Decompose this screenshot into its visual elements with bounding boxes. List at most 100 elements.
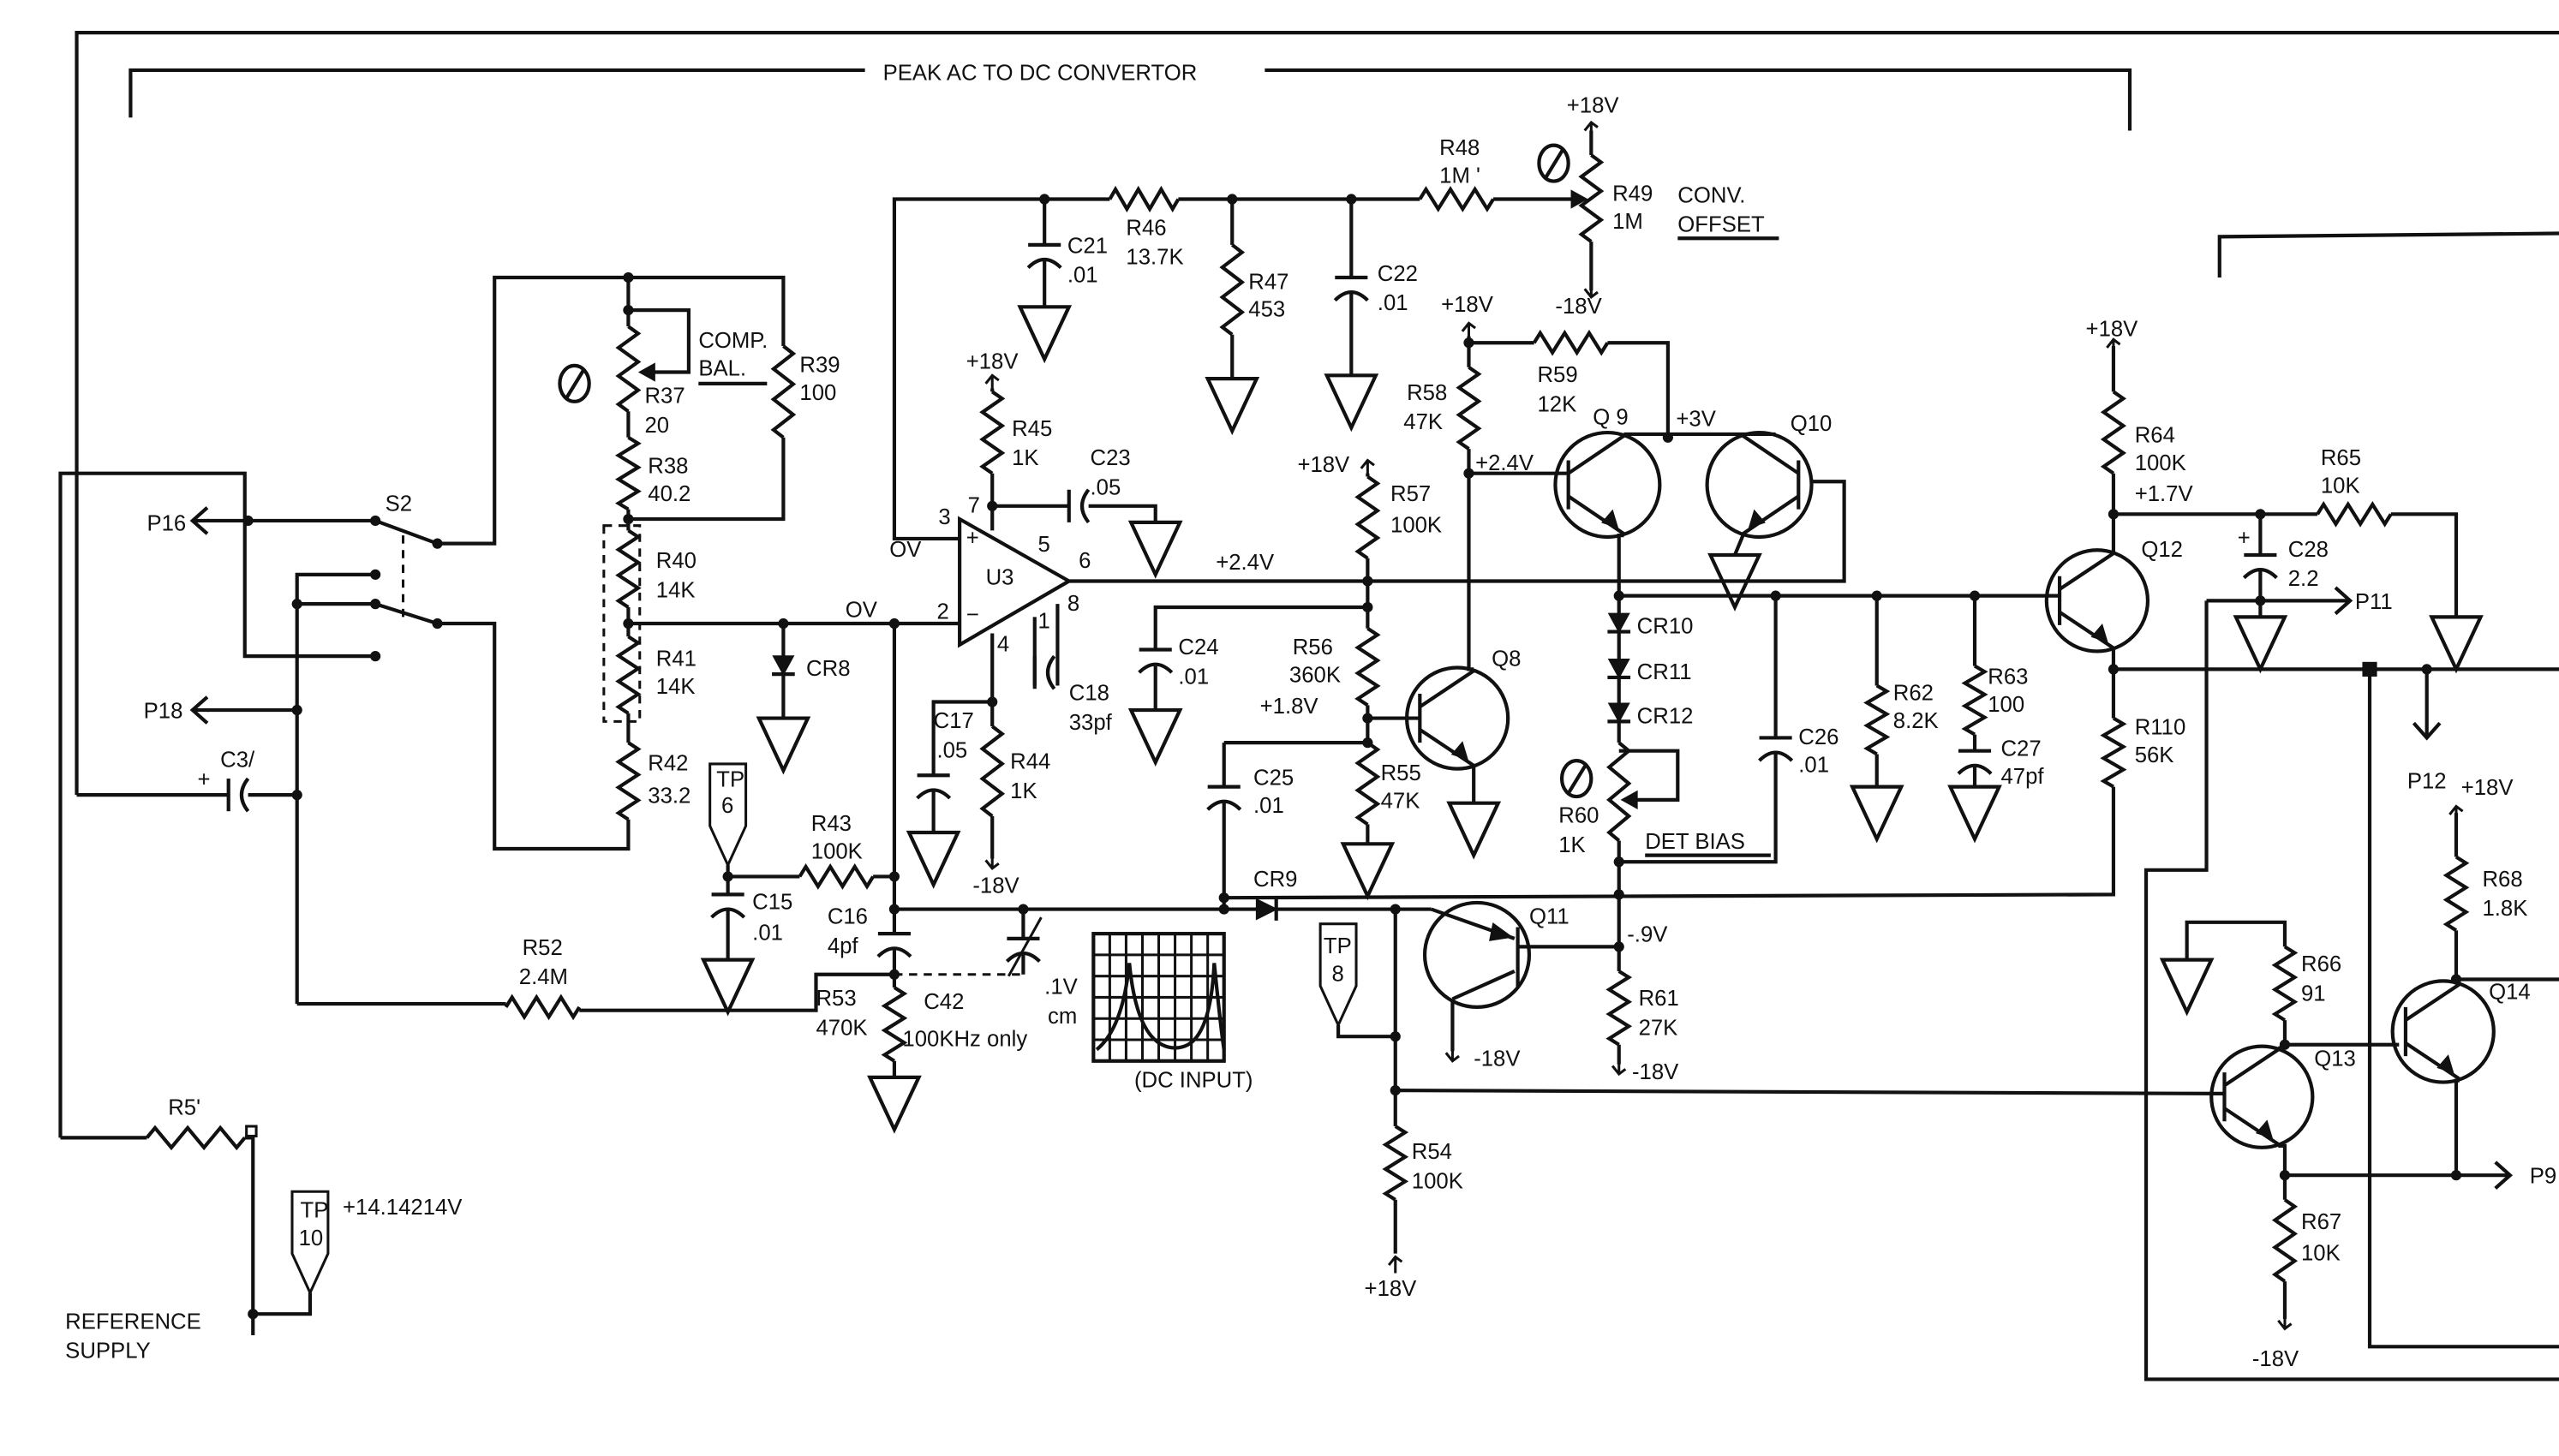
capacitor-value: 47pf xyxy=(2000,765,2044,789)
resistor-r110 xyxy=(2100,716,2127,789)
resistor-label: R44 xyxy=(1010,750,1050,774)
capacitor-value: .01 xyxy=(1067,264,1098,288)
resistor-label: R46 xyxy=(1126,216,1166,240)
ground-symbol xyxy=(867,1075,922,1134)
junction-dot xyxy=(291,790,302,801)
wire xyxy=(1088,504,1157,522)
supply-rail-icon xyxy=(984,851,1000,871)
resistor-label: R48 xyxy=(1439,136,1480,160)
resistor-value: 14K xyxy=(656,675,696,699)
supply-label: +18V xyxy=(1365,1277,1418,1301)
capacitor-value: .05 xyxy=(936,738,967,762)
transistor-q13 xyxy=(2223,1107,2280,1146)
transistor-q9 xyxy=(1567,494,1625,535)
resistor-value: 27K xyxy=(1639,1016,1678,1040)
junction-dot xyxy=(1362,713,1373,724)
resistor-label: R61 xyxy=(1639,987,1679,1011)
wiper-arrow-icon xyxy=(637,362,655,382)
resistor-value: 33.2 xyxy=(648,785,691,809)
resistor-label: R5' xyxy=(168,1096,200,1120)
resistor-label: R49 xyxy=(1612,182,1653,206)
junction-dot xyxy=(1463,337,1474,349)
test-point-label: 10 xyxy=(299,1226,324,1250)
resistor-label: R43 xyxy=(811,812,852,836)
transistor-q9 xyxy=(1567,434,1625,475)
resistor-r53 xyxy=(881,986,908,1063)
supply-label: +18V xyxy=(1297,453,1350,477)
scope-unit-label: cm xyxy=(1048,1005,1077,1029)
resistor-r54 xyxy=(1382,1125,1409,1202)
capacitor-value: .01 xyxy=(1798,753,1829,777)
resistor-value: 8.2K xyxy=(1893,709,1939,733)
junction-dot xyxy=(1662,432,1673,443)
ground-symbol xyxy=(756,716,811,775)
adjustment-screw-icon xyxy=(1559,759,1593,799)
pin-number: 4 xyxy=(997,632,1009,656)
resistor-label: R65 xyxy=(2321,446,2361,470)
junction-dot xyxy=(2108,509,2120,520)
wire xyxy=(1467,449,1474,671)
resistor-value: 100K xyxy=(2135,451,2186,475)
emitter-arrow-icon xyxy=(2436,1054,2454,1074)
junction-dot xyxy=(2255,595,2266,606)
test-point-label: TP xyxy=(301,1199,329,1223)
wire xyxy=(2143,600,2559,1381)
wire xyxy=(931,700,993,776)
capacitor-label: C17 xyxy=(934,709,974,733)
emitter-arrow-icon xyxy=(2255,1119,2274,1139)
ground-symbol xyxy=(1017,305,1073,364)
resistor-r39 xyxy=(770,344,797,439)
resistor-label: R56 xyxy=(1293,636,1333,659)
connector-label: P18 xyxy=(144,700,183,724)
resistor-r64 xyxy=(2100,390,2127,475)
junction-dot xyxy=(2279,1039,2291,1050)
junction-dot xyxy=(623,305,634,316)
wiper-arrow-icon xyxy=(1570,189,1588,209)
connector-label: P12 xyxy=(2407,770,2447,794)
wire xyxy=(75,31,2559,796)
pin-number: 1 xyxy=(1038,610,1050,634)
resistor-label: R55 xyxy=(1381,761,1421,785)
junction-dot xyxy=(242,515,254,527)
wire xyxy=(253,1292,313,1316)
pin-number: 6 xyxy=(1079,549,1091,573)
connector-arrow-p9 xyxy=(2494,1161,2514,1190)
resistor-r43 xyxy=(798,863,875,890)
junction-dot xyxy=(370,599,381,610)
resistor-label: R58 xyxy=(1407,381,1447,405)
resistor-label: R63 xyxy=(1988,665,2028,689)
junction-dot xyxy=(2450,974,2462,985)
resistor-value: 1M xyxy=(1612,210,1643,234)
emitter-arrow-icon xyxy=(2090,623,2108,643)
junction-dot xyxy=(1390,904,1401,915)
transistor-q10 xyxy=(1742,434,1800,475)
junction-dot xyxy=(370,651,381,662)
control-label: OFFSET xyxy=(1677,213,1765,237)
resistor-r47 xyxy=(1219,243,1246,337)
junction-square xyxy=(2362,661,2377,677)
capacitor-c3 xyxy=(239,777,250,813)
scope-scale-label: .1V xyxy=(1044,976,1078,1000)
ground-symbol xyxy=(1849,785,1904,844)
supply-rail-icon xyxy=(1444,1044,1460,1063)
emitter-arrow-icon xyxy=(1748,509,1766,529)
reference-supply-label: REFERENCE xyxy=(65,1310,201,1334)
capacitor-value: .01 xyxy=(1253,794,1284,818)
junction-dot xyxy=(2421,664,2432,675)
junction-dot xyxy=(888,904,900,915)
diode-cr10 xyxy=(1607,612,1630,634)
connector-arrow-p12 xyxy=(2412,721,2442,741)
transistor-q12 xyxy=(2044,548,2150,653)
diode-cr9 xyxy=(1255,898,1278,921)
junction-dot xyxy=(888,618,900,630)
potentiometer-r60 xyxy=(1606,741,1632,843)
test-point-tp8 xyxy=(1318,922,1358,1029)
resistor-value: 360K xyxy=(1289,664,1341,688)
resistor-label: R54 xyxy=(1412,1140,1452,1164)
resistor-value: 91 xyxy=(2301,982,2326,1005)
transistor-label: Q14 xyxy=(2489,980,2531,1004)
resistor-r40 xyxy=(615,528,642,609)
wire xyxy=(129,68,865,118)
diode-label: CR9 xyxy=(1253,868,1297,892)
opamp-u3 xyxy=(958,516,1073,648)
